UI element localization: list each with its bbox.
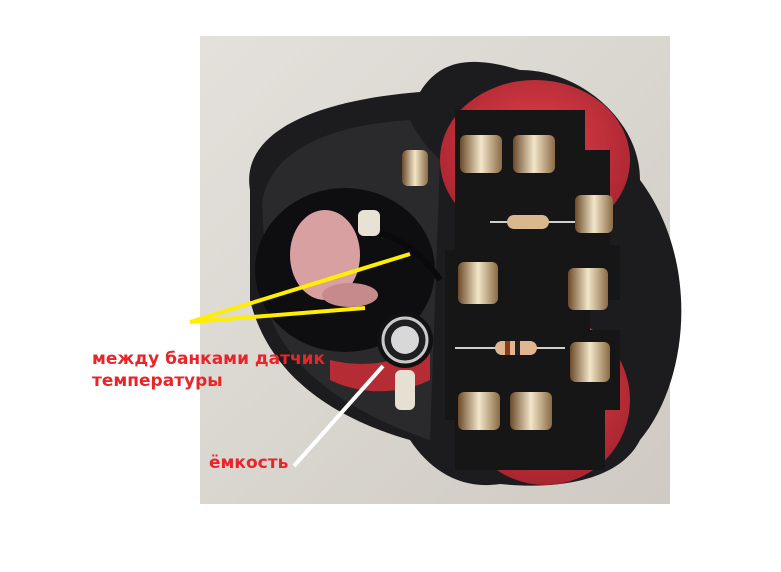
resistor-top [490,215,575,229]
sensor-annotation-label: между банками датчик температуры [92,348,325,392]
temperature-sensor-pad [290,210,360,300]
sensor-pointer-line-lower [189,306,366,324]
sensor-annotation-line2: температуры [92,371,223,391]
contact-pins [402,135,613,430]
sensor-pad-shadow [322,283,378,307]
capacitor-pointer-line [292,364,385,468]
capacitor-annotation-label: ёмкость [209,453,289,473]
resistor-bottom [455,341,565,355]
sensor-solder [358,210,380,236]
sensor-pointer-line-upper [189,252,411,324]
capacitor [377,312,433,410]
sensor-annotation-line1: между банками датчик [92,349,326,369]
